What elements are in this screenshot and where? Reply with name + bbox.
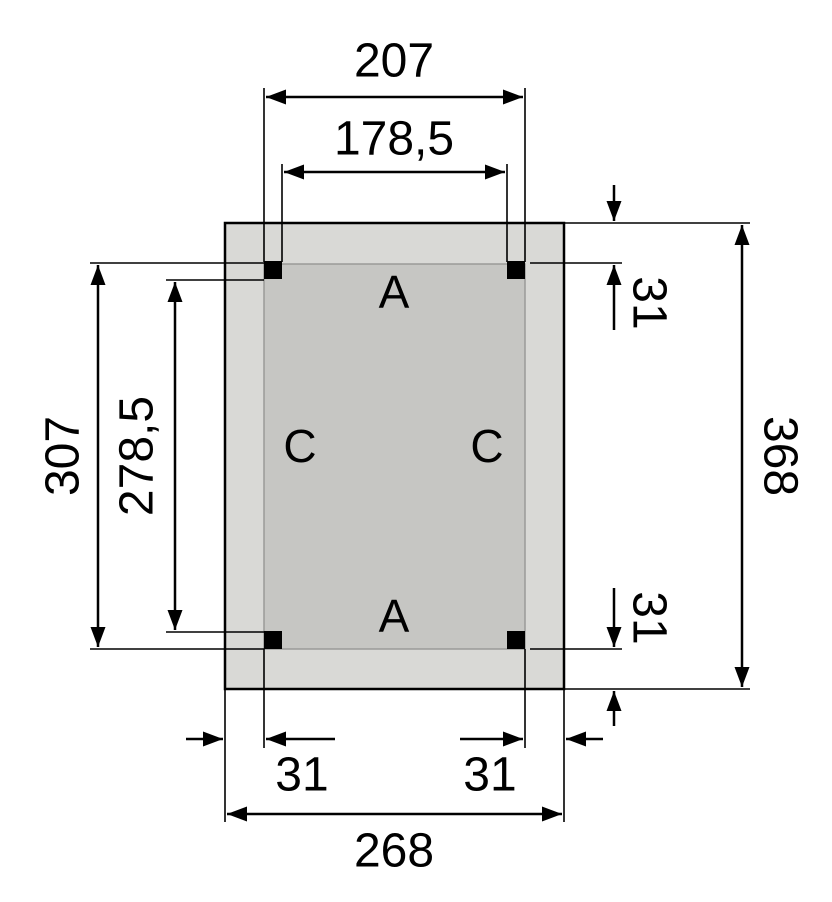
post-bottom-left	[264, 631, 282, 649]
svg-text:368: 368	[753, 416, 806, 496]
dimension-left-outer: 307	[37, 262, 264, 650]
dimension-bottom-left-offset: 31	[186, 649, 335, 822]
panel-label-top: A	[379, 266, 410, 318]
svg-text:178,5: 178,5	[334, 113, 454, 166]
svg-text:268: 268	[354, 825, 434, 878]
panel-label-right: C	[470, 420, 503, 472]
dimension-right-top-offset: 31	[530, 185, 675, 330]
post-bottom-right	[507, 631, 525, 649]
inner-panel	[263, 263, 526, 650]
dimension-top-inner: 178,5	[281, 113, 508, 262]
panel-label-left: C	[283, 420, 316, 472]
panel-label-bottom: A	[379, 590, 410, 642]
post-top-right	[507, 261, 525, 279]
svg-text:307: 307	[37, 416, 90, 496]
post-top-left	[264, 261, 282, 279]
svg-text:31: 31	[622, 276, 675, 329]
svg-text:31: 31	[275, 749, 328, 802]
dimension-top-outer: 207	[263, 35, 526, 262]
svg-text:31: 31	[622, 591, 675, 644]
dimension-right-bottom-offset: 31	[530, 588, 675, 726]
dimension-bottom-right-offset: 31	[460, 649, 603, 822]
svg-text:207: 207	[354, 35, 434, 88]
dimension-bottom-total: 268	[227, 806, 562, 878]
dimension-left-inner: 278,5	[111, 279, 264, 633]
svg-text:31: 31	[463, 749, 516, 802]
svg-text:278,5: 278,5	[111, 396, 164, 516]
dimension-right-total: 368	[564, 222, 806, 690]
